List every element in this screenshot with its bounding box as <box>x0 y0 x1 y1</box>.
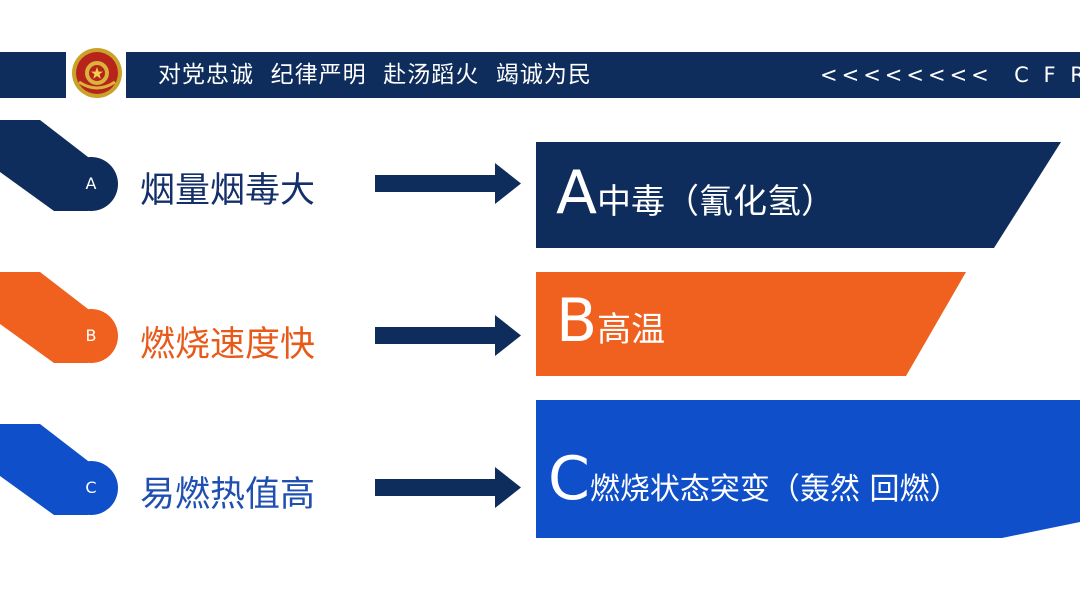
letter-circle-b: B <box>64 309 118 363</box>
header-left-block <box>0 52 66 98</box>
result-banner-a <box>536 142 1061 248</box>
cause-label-b: 燃烧速度快 <box>140 325 316 365</box>
cause-label-c: 易燃热值高 <box>140 475 316 515</box>
result-banner-c <box>536 400 1080 538</box>
arrow-right-icon <box>375 467 521 508</box>
header-bar: 对党忠诚 纪律严明 赴汤蹈火 竭诚为民 <<<<<<<< C F R <box>126 52 1080 98</box>
result-text-b: B高温 <box>556 286 666 356</box>
cause-label-a: 烟量烟毒大 <box>140 171 316 211</box>
letter-circle-c: C <box>64 461 118 515</box>
result-text-a: A中毒（氰化氢） <box>556 158 836 228</box>
item-row-c: C 易燃热值高 C燃烧状态突变（轰然 回燃） <box>0 400 1080 538</box>
arrow-right-icon <box>375 315 521 356</box>
header-motto: 对党忠诚 纪律严明 赴汤蹈火 竭诚为民 <box>158 62 592 88</box>
result-banner-b <box>536 272 966 376</box>
header-tag: <<<<<<<< C F R <box>820 63 1080 87</box>
arrow-right-icon <box>375 163 521 204</box>
letter-circle-a: A <box>64 157 118 211</box>
fire-rescue-emblem-icon <box>70 46 124 100</box>
item-row-a: A 烟量烟毒大 A中毒（氰化氢） <box>0 110 1080 248</box>
item-row-b: B 燃烧速度快 B高温 <box>0 262 1080 382</box>
result-text-c: C燃烧状态突变（轰然 回燃） <box>548 444 960 514</box>
